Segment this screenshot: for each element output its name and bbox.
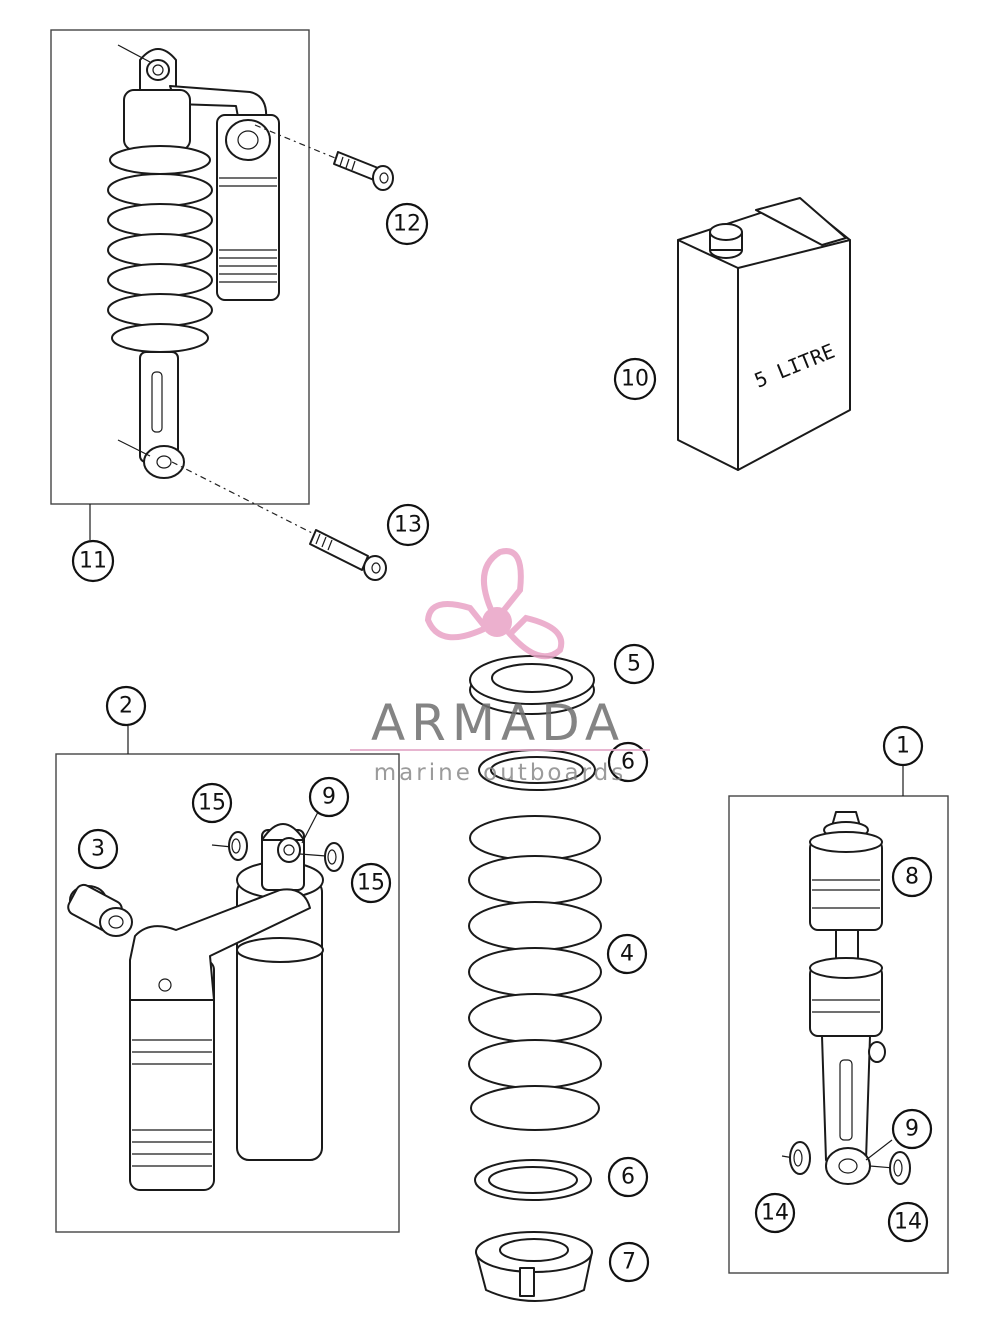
- callout-6b: 6: [607, 1156, 649, 1198]
- callout-14a: 14: [754, 1192, 796, 1234]
- group-box-1: [728, 795, 949, 1274]
- leader-13: [171, 461, 319, 537]
- watermark-brand: ARMADA: [371, 694, 625, 752]
- spring-nut-5-illustration: [469, 655, 595, 715]
- callout-12-label: 12: [393, 212, 421, 237]
- callout-2-label: 2: [119, 694, 133, 719]
- callout-14b: 14: [887, 1201, 929, 1243]
- callout-13-label: 13: [394, 513, 422, 538]
- leader-9b: [865, 1139, 893, 1161]
- callout-15b-label: 15: [357, 871, 385, 896]
- group-box-11: [50, 29, 310, 505]
- washer-6-bottom-illustration: [474, 1159, 592, 1201]
- callout-9a: 9: [308, 776, 350, 818]
- callout-5-label: 5: [627, 652, 641, 677]
- bolt-13-illustration: [309, 529, 387, 581]
- callout-8-label: 8: [905, 865, 919, 890]
- watermark-tagline: marine outboards: [374, 760, 626, 786]
- callout-14b-label: 14: [894, 1210, 922, 1235]
- spring-retainer-7-illustration: [475, 1231, 593, 1302]
- callout-5: 5: [613, 643, 655, 685]
- callout-6a: 6: [607, 741, 649, 783]
- callout-15a: 15: [191, 782, 233, 824]
- callout-14a-label: 14: [761, 1201, 789, 1226]
- callout-15b: 15: [350, 862, 392, 904]
- callout-9b: 9: [891, 1108, 933, 1150]
- callout-11: 11: [71, 539, 115, 583]
- callout-15a-label: 15: [198, 791, 226, 816]
- callout-10: 10: [613, 357, 657, 401]
- callout-11-label: 11: [79, 549, 107, 574]
- callout-4-label: 4: [620, 942, 634, 967]
- callout-1-label: 1: [896, 734, 910, 759]
- propeller-logo: [424, 548, 565, 660]
- callout-7: 7: [608, 1241, 650, 1283]
- complete-shock-absorber-illustration: [107, 44, 280, 479]
- callout-9b-label: 9: [905, 1117, 919, 1142]
- callout-6a-label: 6: [621, 750, 635, 775]
- callout-9a-label: 9: [322, 785, 336, 810]
- oil-canister-illustration: [677, 197, 851, 471]
- callout-3-label: 3: [91, 837, 105, 862]
- callout-12: 12: [385, 202, 429, 246]
- callout-3: 3: [77, 828, 119, 870]
- armada-watermark: ARMADA marine outboards: [350, 548, 650, 786]
- bushing-15-right-illustration: [299, 842, 344, 872]
- damper-body-illustration: [129, 823, 324, 1191]
- callout-8: 8: [891, 856, 933, 898]
- callout-6b-label: 6: [621, 1165, 635, 1190]
- callout-4: 4: [606, 933, 648, 975]
- bushing-14-left-illustration: [781, 1141, 811, 1175]
- callout-1: 1: [882, 725, 924, 767]
- adjuster-3-illustration: [67, 883, 133, 937]
- leader-9a: [301, 811, 319, 844]
- callout-2: 2: [105, 685, 147, 727]
- callout-13: 13: [386, 503, 430, 547]
- bushing-14-right-illustration: [869, 1151, 911, 1185]
- spring-4-illustration: [468, 815, 602, 1131]
- callout-7-label: 7: [622, 1250, 636, 1275]
- callout-10-label: 10: [621, 367, 649, 392]
- bushing-15-left-illustration: [211, 831, 248, 861]
- group-box-2: [55, 753, 400, 1233]
- bolt-12-illustration: [333, 151, 394, 191]
- shock-body-1-illustration: [809, 811, 886, 1185]
